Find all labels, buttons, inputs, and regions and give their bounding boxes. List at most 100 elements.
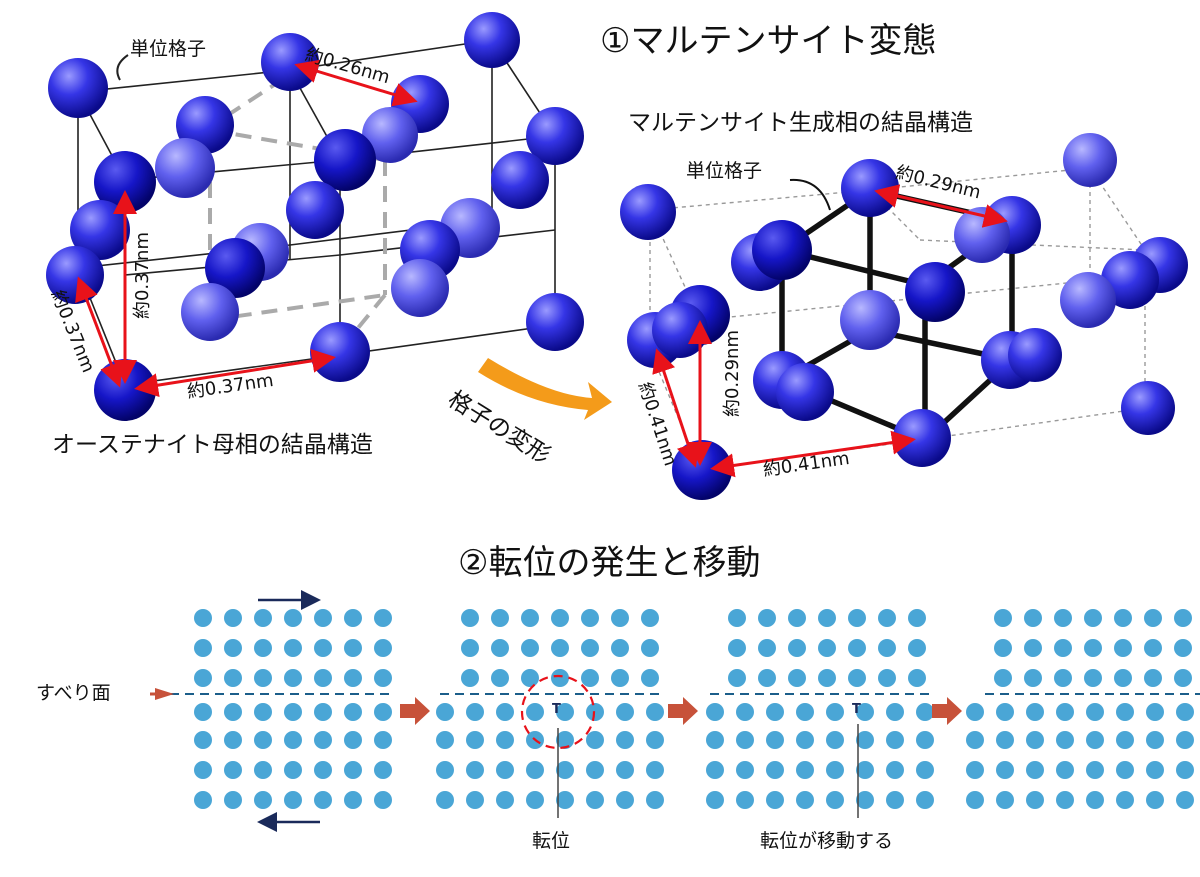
lattice-atom	[1054, 609, 1072, 627]
lattice-atom	[916, 761, 934, 779]
dislocation-moves-label: 転位が移動する	[760, 830, 894, 852]
lattice-atom	[521, 669, 539, 687]
lattice-atom	[466, 791, 484, 809]
lattice-atom	[728, 669, 746, 687]
lattice-atom	[344, 791, 362, 809]
lattice-atom	[966, 791, 984, 809]
lattice-atom	[194, 731, 212, 749]
lattice-atom	[586, 731, 604, 749]
dislocation-symbol: T	[552, 702, 561, 717]
lattice-atom	[254, 731, 272, 749]
lattice-atom	[994, 669, 1012, 687]
lattice-atom	[374, 639, 392, 657]
lattice-atom	[796, 703, 814, 721]
lattice-atom	[1084, 609, 1102, 627]
lattice-atom	[284, 731, 302, 749]
lattice-atom	[1114, 609, 1132, 627]
lattice-atom	[848, 669, 866, 687]
lattice-atom	[461, 639, 479, 657]
lattice-atom	[1144, 609, 1162, 627]
lattice-atom	[581, 669, 599, 687]
lattice-atom	[194, 639, 212, 657]
lattice-atom	[581, 639, 599, 657]
lattice-atom	[586, 791, 604, 809]
lattice-atom	[848, 639, 866, 657]
lattice-atom	[611, 669, 629, 687]
lattice-atom	[436, 761, 454, 779]
austenite-unit-cell-pointer	[116, 54, 129, 81]
lattice-atom	[314, 791, 332, 809]
lattice-atom	[556, 731, 574, 749]
lattice-atom	[254, 669, 272, 687]
lattice-atom	[1084, 639, 1102, 657]
lattice-atom	[878, 669, 896, 687]
lattice-atom	[1116, 761, 1134, 779]
slip-plane-label: すべり面	[36, 682, 111, 704]
lattice-atom	[1174, 609, 1192, 627]
lattice-atom	[1086, 761, 1104, 779]
lattice-atom	[344, 609, 362, 627]
lattice-atom	[314, 609, 332, 627]
lattice-atom	[728, 609, 746, 627]
lattice-atom	[551, 639, 569, 657]
lattice-atom	[856, 761, 874, 779]
martensite-structure	[620, 133, 1188, 500]
lattice-atom	[1026, 731, 1044, 749]
lattice-atom	[826, 731, 844, 749]
martensite-dim-vertical: 約0.29nm	[722, 330, 743, 418]
lattice-atom	[1086, 731, 1104, 749]
lattice-atom	[758, 609, 776, 627]
lattice-atom	[818, 669, 836, 687]
martensite-atoms	[620, 133, 1188, 500]
lattice-atom	[374, 761, 392, 779]
lattice-atom	[886, 703, 904, 721]
austenite-dim-vertical: 約0.37nm	[132, 232, 153, 320]
lattice-atom	[1176, 761, 1194, 779]
lattice-atom	[646, 761, 664, 779]
lattice-atom	[1024, 669, 1042, 687]
lattice-atom	[1086, 703, 1104, 721]
lattice-atom	[1024, 639, 1042, 657]
lattice-atom	[758, 639, 776, 657]
lattice-atom	[818, 639, 836, 657]
lattice-atom	[374, 703, 392, 721]
lattice-atom	[314, 731, 332, 749]
lattice-atom	[224, 669, 242, 687]
lattice-atom	[766, 791, 784, 809]
lattice-atom	[1056, 703, 1074, 721]
lattice-atom	[796, 731, 814, 749]
lattice-panels	[194, 609, 1194, 809]
lattice-atom	[996, 703, 1014, 721]
lattice-atom	[436, 791, 454, 809]
lattice-atom	[521, 609, 539, 627]
lattice-atom	[908, 669, 926, 687]
transform-arrow	[478, 358, 612, 420]
lattice-atom	[818, 609, 836, 627]
lattice-atom	[611, 639, 629, 657]
lattice-atom	[224, 703, 242, 721]
austenite-unit-cell-label: 単位格子	[130, 38, 207, 60]
lattice-atom	[1054, 669, 1072, 687]
lattice-atom	[766, 761, 784, 779]
lattice-atom	[284, 609, 302, 627]
lattice-atom	[878, 609, 896, 627]
lattice-atom	[1174, 639, 1192, 657]
lattice-atom	[344, 639, 362, 657]
austenite-structure	[46, 12, 584, 421]
lattice-atom	[916, 791, 934, 809]
lattice-atom	[728, 639, 746, 657]
lattice-atom	[1114, 639, 1132, 657]
lattice-atom	[1116, 731, 1134, 749]
lattice-atom	[344, 669, 362, 687]
lattice-atom	[1146, 703, 1164, 721]
lattice-atom	[461, 669, 479, 687]
lattice-atom	[374, 609, 392, 627]
slip-plane-pointer-arrow	[155, 688, 174, 700]
lattice-atom	[224, 731, 242, 749]
lattice-atom	[994, 639, 1012, 657]
martensite-measure-arrows	[652, 184, 1008, 478]
lattice-atom	[966, 731, 984, 749]
martensite-unit-cell-label: 単位格子	[686, 160, 763, 182]
lattice-atom	[826, 761, 844, 779]
lattice-atom	[641, 639, 659, 657]
